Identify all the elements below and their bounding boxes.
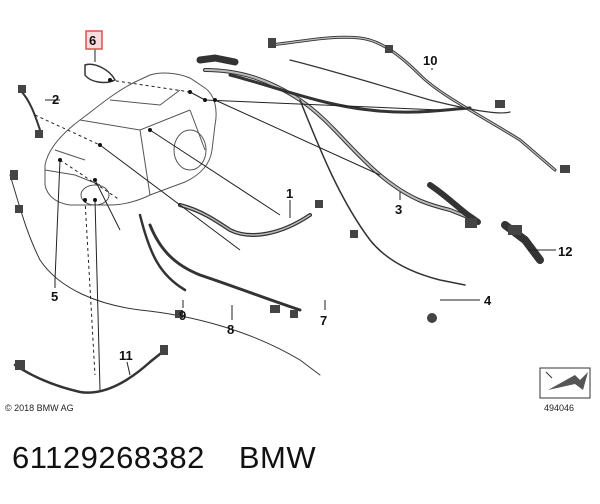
callout-11: 11: [119, 348, 133, 363]
dashed-reference-lines: [34, 79, 191, 376]
callout-2: 2: [52, 92, 59, 107]
callout-4: 4: [484, 293, 492, 308]
callout-6: 6: [89, 33, 96, 48]
callout-6-highlight: [85, 30, 103, 50]
footer: 61129268382 BMW: [12, 440, 350, 476]
brand-name: BMW: [238, 440, 317, 475]
callout-5: 5: [51, 289, 58, 304]
callout-7: 7: [320, 313, 327, 328]
callout-9: 9: [179, 308, 186, 323]
part-number: 61129268382: [12, 440, 205, 475]
arrow-icon: [539, 367, 591, 399]
leader-lines: [45, 48, 556, 391]
image-number: 494046: [544, 403, 575, 413]
leader-dots: [58, 78, 217, 202]
callout-10: 10: [423, 53, 437, 68]
copyright-text: © 2018 BMW AG: [5, 403, 74, 413]
callout-3: 3: [395, 202, 402, 217]
callout-12: 12: [558, 244, 572, 259]
callout-1: 1: [286, 186, 293, 201]
wiring-harness-main: [9, 35, 557, 394]
callouts: 6 2 10 1 3 12 5 4 9 7 8 11: [51, 30, 572, 363]
parts-diagram: 6 2 10 1 3 12 5 4 9 7 8 11: [9, 30, 591, 399]
callout-8: 8: [227, 322, 234, 337]
connectors: [10, 38, 570, 370]
